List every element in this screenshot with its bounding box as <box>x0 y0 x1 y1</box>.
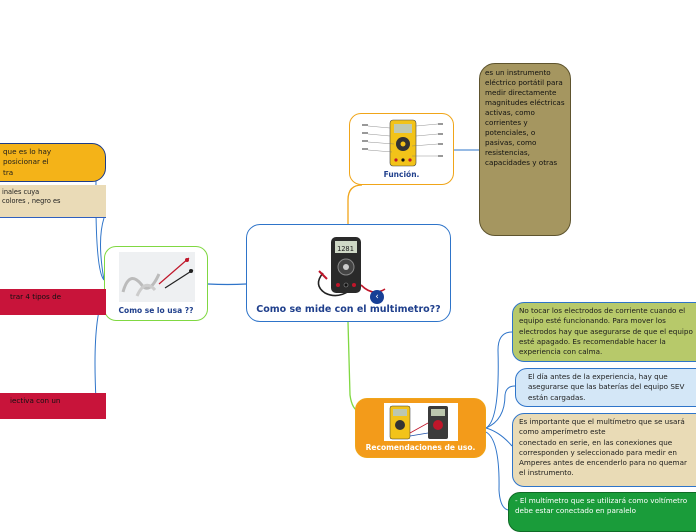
central-title: Como se mide con el multimetro?? <box>256 304 441 315</box>
topic-como-se-usa[interactable]: Como se lo usa ?? <box>104 246 208 321</box>
recomendacion-item-3-text: Es importante que el multímetro que se u… <box>519 417 687 478</box>
uso-item-1[interactable]: que es lo hay posicionar el tra <box>0 143 106 182</box>
topic-como-se-usa-label: Como se lo usa ?? <box>118 306 194 315</box>
topic-recomendaciones[interactable]: Recomendaciones de uso. <box>355 398 486 458</box>
recomendacion-item-1-text: No tocar los electrodos de corriente cua… <box>519 306 693 357</box>
uso-item-3[interactable]: trar 4 tipos de <box>0 289 106 315</box>
uso-item-4-text: iectiva con un <box>10 396 61 405</box>
recomendacion-item-2[interactable]: El día antes de la experiencia, hay que … <box>515 368 696 407</box>
recomendacion-item-4[interactable]: - El multímetro que se utilizará como vo… <box>508 492 696 532</box>
topic-funcion[interactable]: Función. <box>349 113 454 185</box>
central-topic[interactable]: 1281 Como se mide con el multimetro?? <box>246 224 451 322</box>
uso-item-1-text: que es lo hay posicionar el tra <box>3 147 52 177</box>
topic-recomendaciones-label: Recomendaciones de uso. <box>365 443 476 452</box>
funcion-definition-node[interactable]: es un instrumento eléctrico portátil par… <box>479 63 571 236</box>
multimeters-photo-image <box>384 403 458 441</box>
uso-item-3-text: trar 4 tipos de <box>10 292 62 301</box>
wiring-photo-image <box>119 252 195 302</box>
uso-item-2[interactable]: inales cuya colores , negro es <box>0 185 106 218</box>
svg-text:1281: 1281 <box>337 245 354 253</box>
uso-item-4[interactable]: iectiva con un <box>0 393 106 419</box>
recomendacion-item-4-text: - El multímetro que se utilizará como vo… <box>515 496 688 516</box>
recomendacion-item-1[interactable]: No tocar los electrodos de corriente cua… <box>512 302 696 362</box>
funcion-definition-text: es un instrumento eléctrico portátil par… <box>485 68 565 167</box>
recomendacion-item-3[interactable]: Es importante que el multímetro que se u… <box>512 413 696 487</box>
chevron-left-icon[interactable]: ‹ <box>370 290 384 304</box>
recomendacion-item-2-text: El día antes de la experiencia, hay que … <box>528 372 685 402</box>
uso-item-2-text: inales cuya colores , negro es <box>2 188 61 205</box>
multimeter-diagram-image <box>362 119 443 167</box>
topic-funcion-label: Función. <box>383 170 420 179</box>
